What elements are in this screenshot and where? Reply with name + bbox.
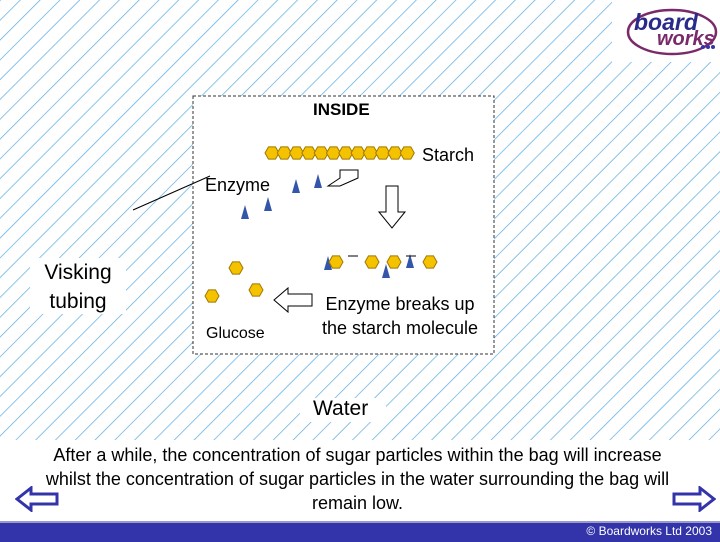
left-arrow-icon[interactable]	[15, 486, 59, 512]
glucose-hexagon	[365, 256, 379, 268]
water-label: Water	[313, 397, 368, 421]
enzyme-label: Enzyme	[205, 175, 270, 196]
glucose-hexagon	[205, 290, 219, 302]
enzyme-breaks-label: Enzyme breaks up the starch molecule	[310, 292, 490, 340]
glucose-hexagon	[387, 256, 401, 268]
visking-tubing-label: Visking tubing	[30, 258, 126, 316]
glucose-hexagon	[249, 284, 263, 296]
glucose-hexagon	[329, 256, 343, 268]
right-arrow-icon[interactable]	[672, 486, 716, 512]
caption-text: After a while, the concentration of suga…	[40, 443, 675, 515]
copyright-text: © Boardworks Ltd 2003	[586, 524, 712, 538]
glucose-label: Glucose	[206, 325, 265, 343]
boardworks-logo: board works	[625, 6, 720, 56]
inside-label: INSIDE	[313, 100, 370, 120]
glucose-hexagon	[229, 262, 243, 274]
starch-label: Starch	[422, 145, 474, 166]
logo-text-works: works	[657, 28, 715, 51]
glucose-hexagon	[423, 256, 437, 268]
starch-glucose-hexagon	[400, 147, 414, 159]
